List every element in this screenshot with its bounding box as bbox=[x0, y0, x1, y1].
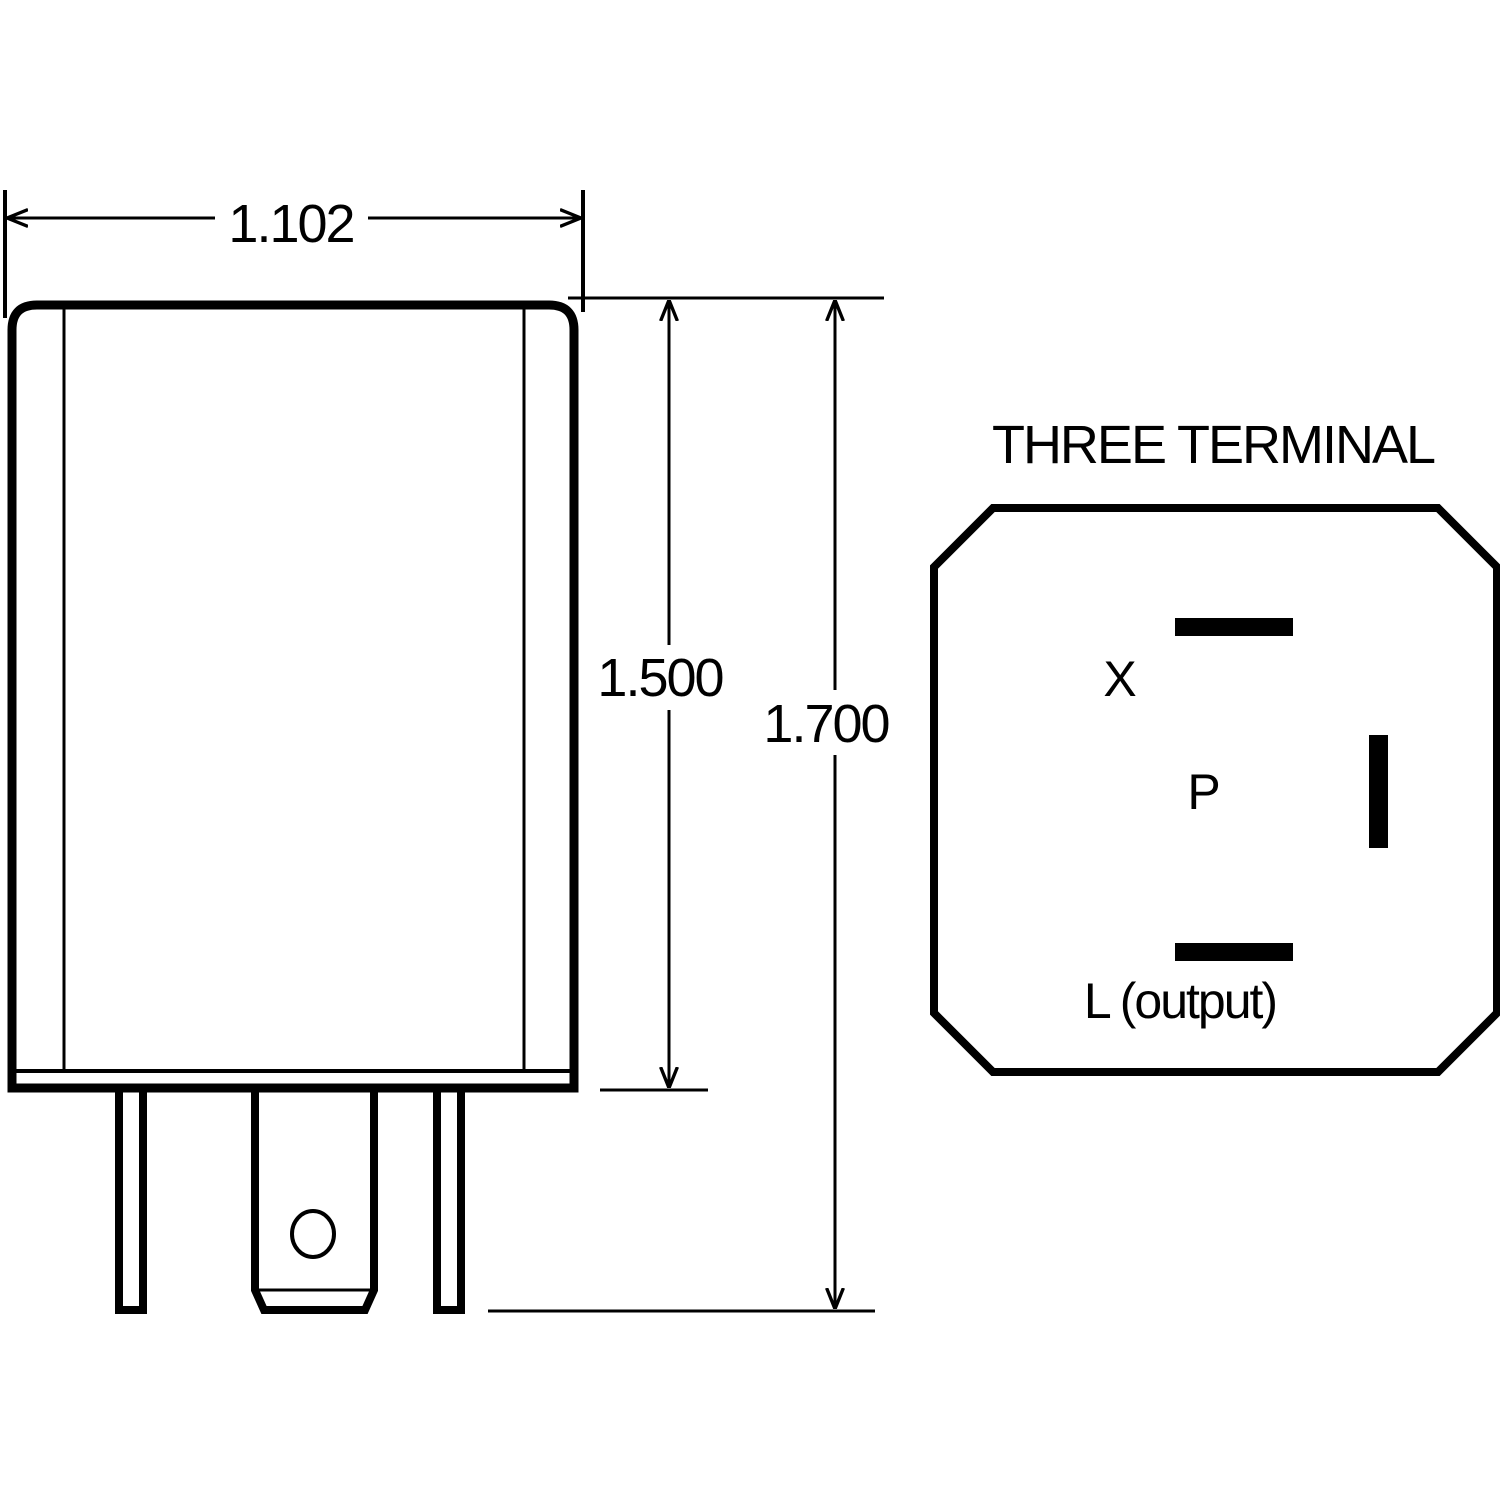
terminal-p-label: P bbox=[1187, 764, 1220, 820]
connector-octagon bbox=[930, 504, 1500, 1076]
terminal-l-label: L (output) bbox=[1084, 973, 1276, 1029]
width-dimension-label: 1.102 bbox=[228, 194, 353, 254]
left-pin bbox=[115, 1084, 147, 1314]
center-blade-terminal bbox=[251, 1088, 378, 1314]
terminal-p-blade bbox=[1369, 735, 1388, 848]
connector-title: THREE TERMINAL bbox=[992, 415, 1435, 475]
overall-height-label: 1.700 bbox=[763, 694, 888, 754]
blade-hole bbox=[290, 1209, 336, 1259]
flasher-side-view bbox=[7, 300, 579, 1314]
terminal-x-label: X bbox=[1103, 651, 1136, 707]
housing-outline bbox=[7, 300, 579, 1093]
terminal-l-blade bbox=[1175, 943, 1293, 961]
terminal-x-blade bbox=[1175, 618, 1293, 636]
body-height-label: 1.500 bbox=[597, 648, 722, 708]
height-dimensions bbox=[488, 296, 884, 1313]
right-pin bbox=[433, 1084, 465, 1314]
width-dimension bbox=[3, 190, 585, 318]
